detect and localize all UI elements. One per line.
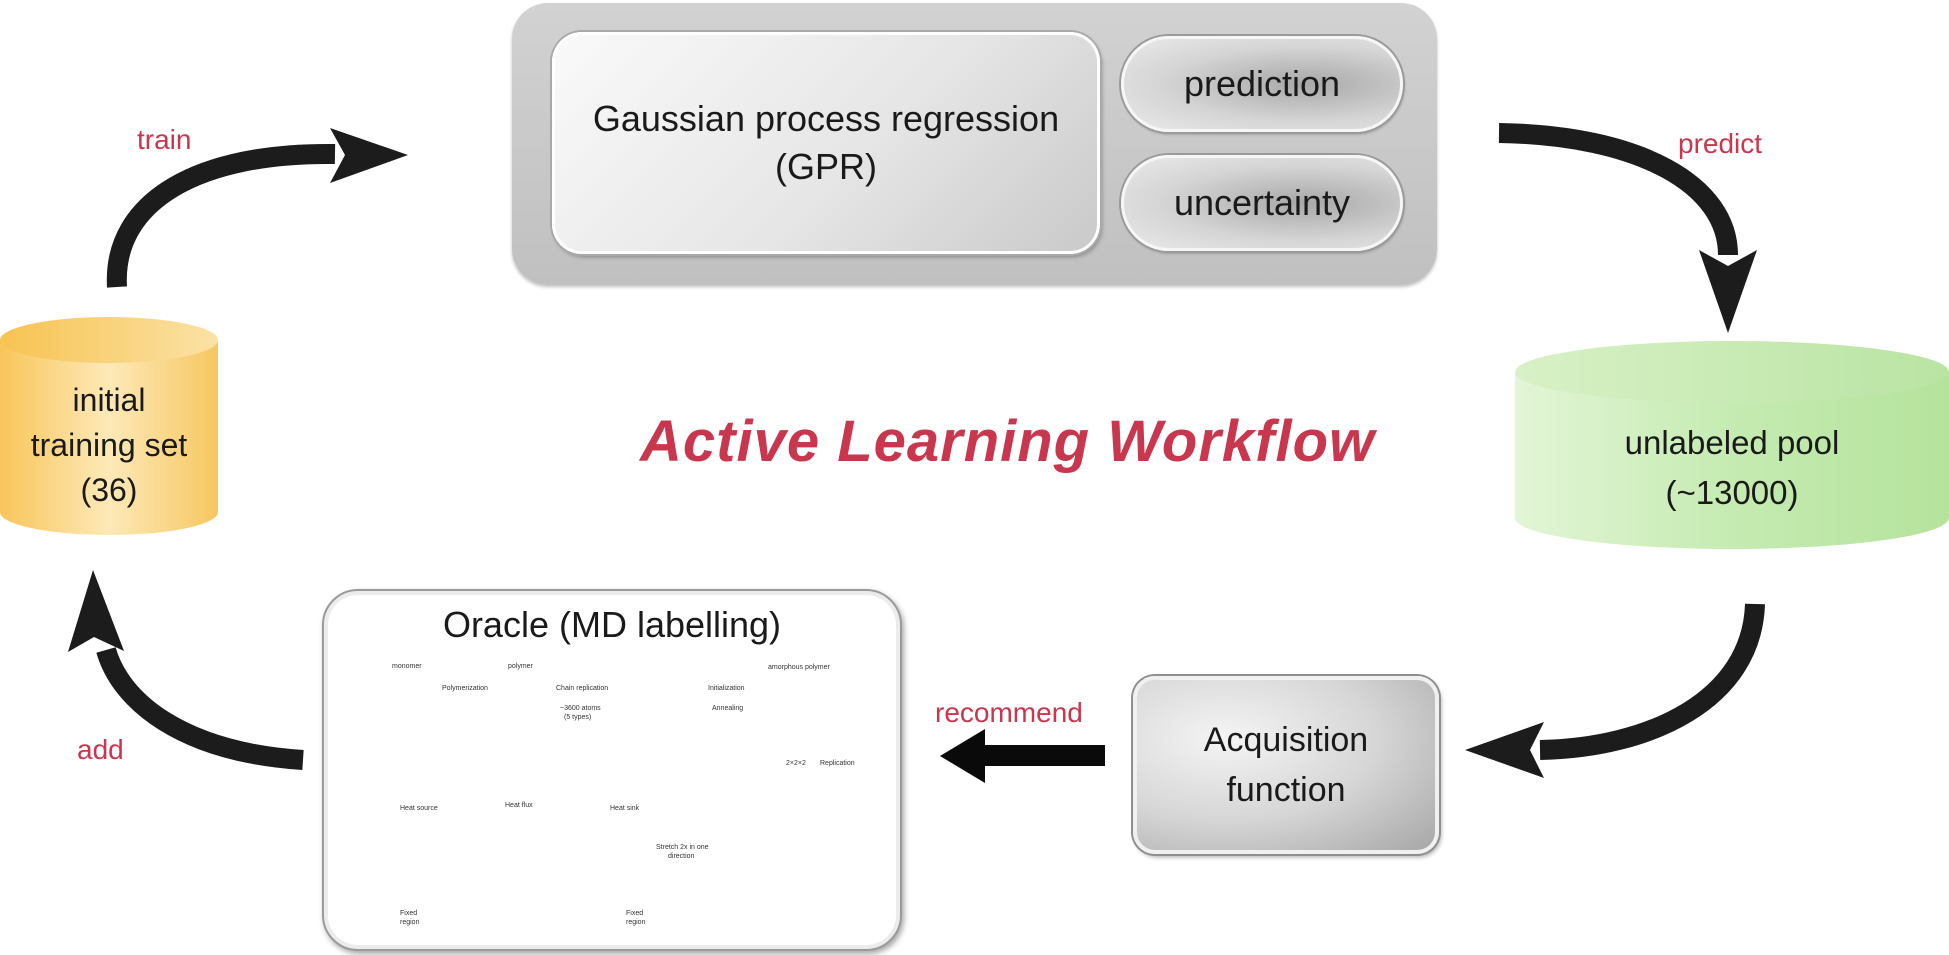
unlabeled-pool-count: (~13000)	[1665, 474, 1799, 511]
training-set-line2: training set	[30, 427, 188, 463]
acquisition-function-box: Acquisition function	[1133, 676, 1439, 854]
predict-label: predict	[1678, 128, 1763, 159]
oracle-title: Oracle (MD labelling)	[442, 604, 782, 645]
uncertainty-output-label: uncertainty	[1173, 182, 1351, 223]
amorphous-polymer-label: amorphous polymer	[768, 664, 830, 671]
recommend-label: recommend	[935, 697, 1083, 728]
pool-to-acquisition-arrow	[1465, 603, 1765, 778]
heat-flux-label: Heat flux	[505, 802, 533, 809]
unlabeled-pool-cylinder	[1515, 341, 1949, 549]
heat-source-label: Heat source	[400, 805, 438, 812]
fixed-region-left-label: Fixed	[400, 910, 418, 917]
add-arrow	[68, 570, 304, 770]
acquisition-line1: Acquisition	[1203, 721, 1369, 759]
training-set-label: initial training set (36)	[0, 378, 218, 513]
stretch-direction-label: direction	[668, 853, 695, 860]
predict-arrow	[1498, 123, 1757, 333]
unlabeled-pool-line1: unlabeled pool	[1624, 424, 1840, 461]
chain-replication-label: Chain replication	[556, 685, 609, 692]
annealing-label: Annealing	[712, 705, 744, 712]
unlabeled-pool-label: unlabeled pool (~13000)	[1515, 418, 1949, 518]
uncertainty-output: uncertainty	[1121, 155, 1403, 251]
polymerization-label: Polymerization	[442, 685, 488, 692]
monomer-label: monomer	[392, 663, 422, 670]
atom-types-label: (5 types)	[564, 714, 592, 721]
fixed-region-left-label-2: region	[400, 919, 420, 926]
replication-factor-label: 2×2×2	[786, 760, 806, 767]
training-set-line1: initial	[72, 382, 146, 418]
add-label: add	[77, 734, 124, 765]
heat-sink-label: Heat sink	[610, 805, 640, 812]
gpr-model-box: Gaussian process regression (GPR)	[552, 32, 1100, 254]
prediction-output: prediction	[1121, 36, 1403, 132]
stretch-label: Stretch 2x in one	[656, 844, 709, 851]
training-set-cylinder	[0, 317, 218, 535]
oracle-box	[322, 589, 902, 951]
prediction-output-label: prediction	[1183, 63, 1341, 104]
diagram-title: Active Learning Workflow	[640, 409, 1376, 474]
gpr-model-abbrev: (GPR)	[774, 146, 877, 187]
initialization-label: Initialization	[708, 685, 745, 692]
train-label: train	[137, 124, 192, 155]
fixed-region-right-label-2: region	[626, 919, 646, 926]
train-arrow	[106, 128, 408, 288]
gpr-model-name: Gaussian process regression	[592, 98, 1060, 139]
replication-label: Replication	[820, 760, 855, 767]
training-set-count: (36)	[80, 472, 138, 508]
acquisition-line2: function	[1226, 771, 1346, 809]
atom-count-label: ~3600 atoms	[560, 705, 601, 712]
fixed-region-right-label: Fixed	[626, 910, 644, 917]
recommend-arrow	[940, 729, 1105, 783]
polymer-label: polymer	[508, 663, 533, 670]
